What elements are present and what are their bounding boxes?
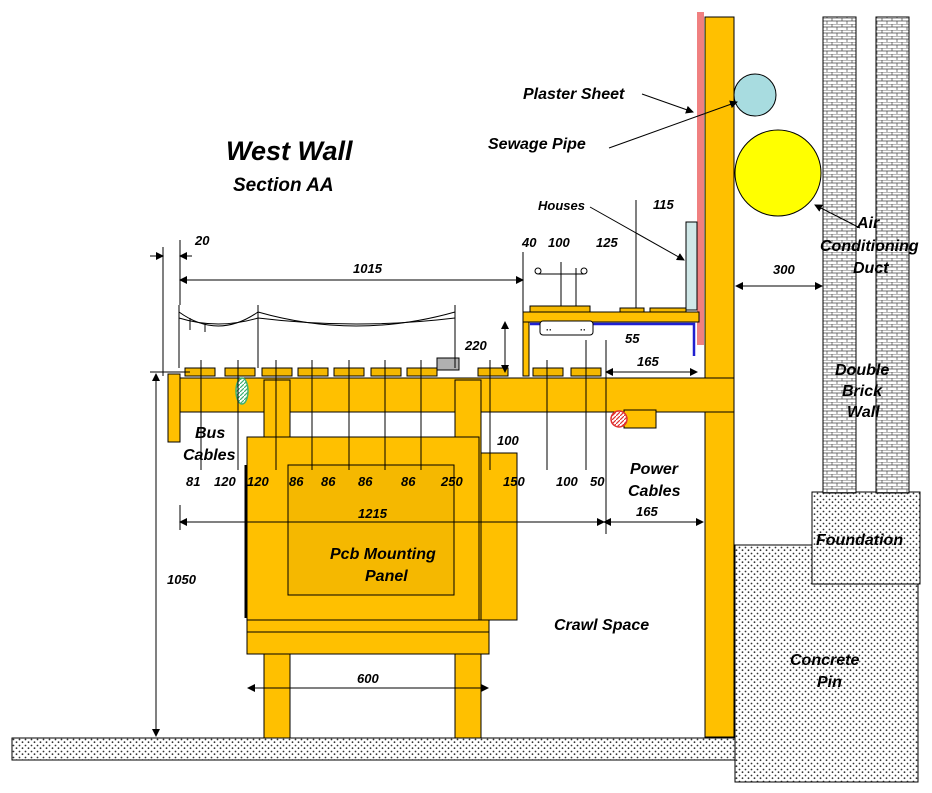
dim-50: 50 (590, 474, 605, 489)
dimension-lines (150, 240, 823, 737)
catenary (178, 305, 456, 368)
label-pcb-1: Pcb Mounting (330, 546, 436, 563)
pcb-side-panel (480, 452, 518, 621)
title-main: West Wall (226, 136, 353, 166)
dim-1015: 1015 (353, 261, 383, 276)
dim-165a: 165 (637, 354, 659, 369)
left-bracket (167, 373, 181, 443)
label-air-2: Conditioning (820, 238, 919, 255)
label-pcb-2: Panel (365, 568, 408, 585)
houses-panel (685, 221, 698, 311)
power-cable-tray (623, 409, 657, 429)
label-bus-2: Cables (183, 447, 236, 464)
title-sub: Section AA (233, 175, 334, 196)
dim-250: 250 (440, 474, 463, 489)
dim-300: 300 (773, 262, 795, 277)
brick-wall-inner (822, 16, 857, 494)
upper-platform-post (522, 321, 530, 377)
dim-55: 55 (625, 331, 640, 346)
dim-220: 220 (464, 338, 487, 353)
air-conditioning-duct (734, 129, 822, 217)
label-foundation: Foundation (816, 532, 903, 549)
sewage-pipe (733, 73, 777, 117)
dim-100a: 100 (548, 235, 570, 250)
dim-120a: 120 (214, 474, 236, 489)
label-houses: Houses (538, 198, 585, 213)
dim-20: 20 (194, 233, 210, 248)
label-sewage-pipe: Sewage Pipe (488, 136, 586, 153)
dim-86a: 86 (289, 474, 304, 489)
label-plaster-sheet: Plaster Sheet (523, 86, 625, 103)
dim-100c: 100 (556, 474, 578, 489)
relay-box (539, 320, 594, 336)
pcb-panel-inner (287, 464, 455, 596)
dim-86b: 86 (321, 474, 336, 489)
leader-lines (589, 93, 861, 261)
label-crawl-space: Crawl Space (554, 617, 649, 634)
brick-wall-outer (875, 16, 910, 494)
svg-text:··: ·· (546, 325, 552, 335)
dim-1050: 1050 (167, 572, 197, 587)
small-grey-box (436, 357, 460, 371)
dim-165b: 165 (636, 504, 658, 519)
label-air-3: Duct (853, 260, 889, 277)
label-double-2: Brick (842, 383, 883, 400)
power-cables (610, 410, 628, 428)
dim-40: 40 (521, 235, 537, 250)
label-power-1: Power (630, 461, 679, 478)
foundation-block (811, 491, 921, 585)
dim-125: 125 (596, 235, 618, 250)
bus-cables (235, 377, 249, 405)
label-concrete-2: Pin (817, 674, 842, 691)
label-power-2: Cables (628, 483, 681, 500)
plaster-sheet (697, 12, 704, 345)
dim-115: 115 (653, 197, 674, 212)
dim-86c: 86 (358, 474, 373, 489)
dim-150: 150 (503, 474, 525, 489)
label-air-1: Air (856, 215, 880, 232)
dim-120b: 120 (247, 474, 269, 489)
dim-600: 600 (357, 671, 379, 686)
dim-86d: 86 (401, 474, 416, 489)
label-bus-1: Bus (195, 425, 225, 442)
label-concrete-1: Concrete (790, 652, 859, 669)
lower-crossbar-2 (246, 631, 490, 655)
track-ties (184, 367, 602, 377)
lower-crossbar-1 (246, 619, 490, 633)
label-double-3: Wall (847, 404, 880, 421)
dim-100b: 100 (497, 433, 519, 448)
dim-81: 81 (186, 474, 200, 489)
wall-stud (704, 16, 735, 738)
dim-1215: 1215 (358, 506, 388, 521)
svg-text:··: ·· (580, 325, 586, 335)
label-double-1: Double (835, 362, 889, 379)
ground-slab (11, 737, 741, 761)
